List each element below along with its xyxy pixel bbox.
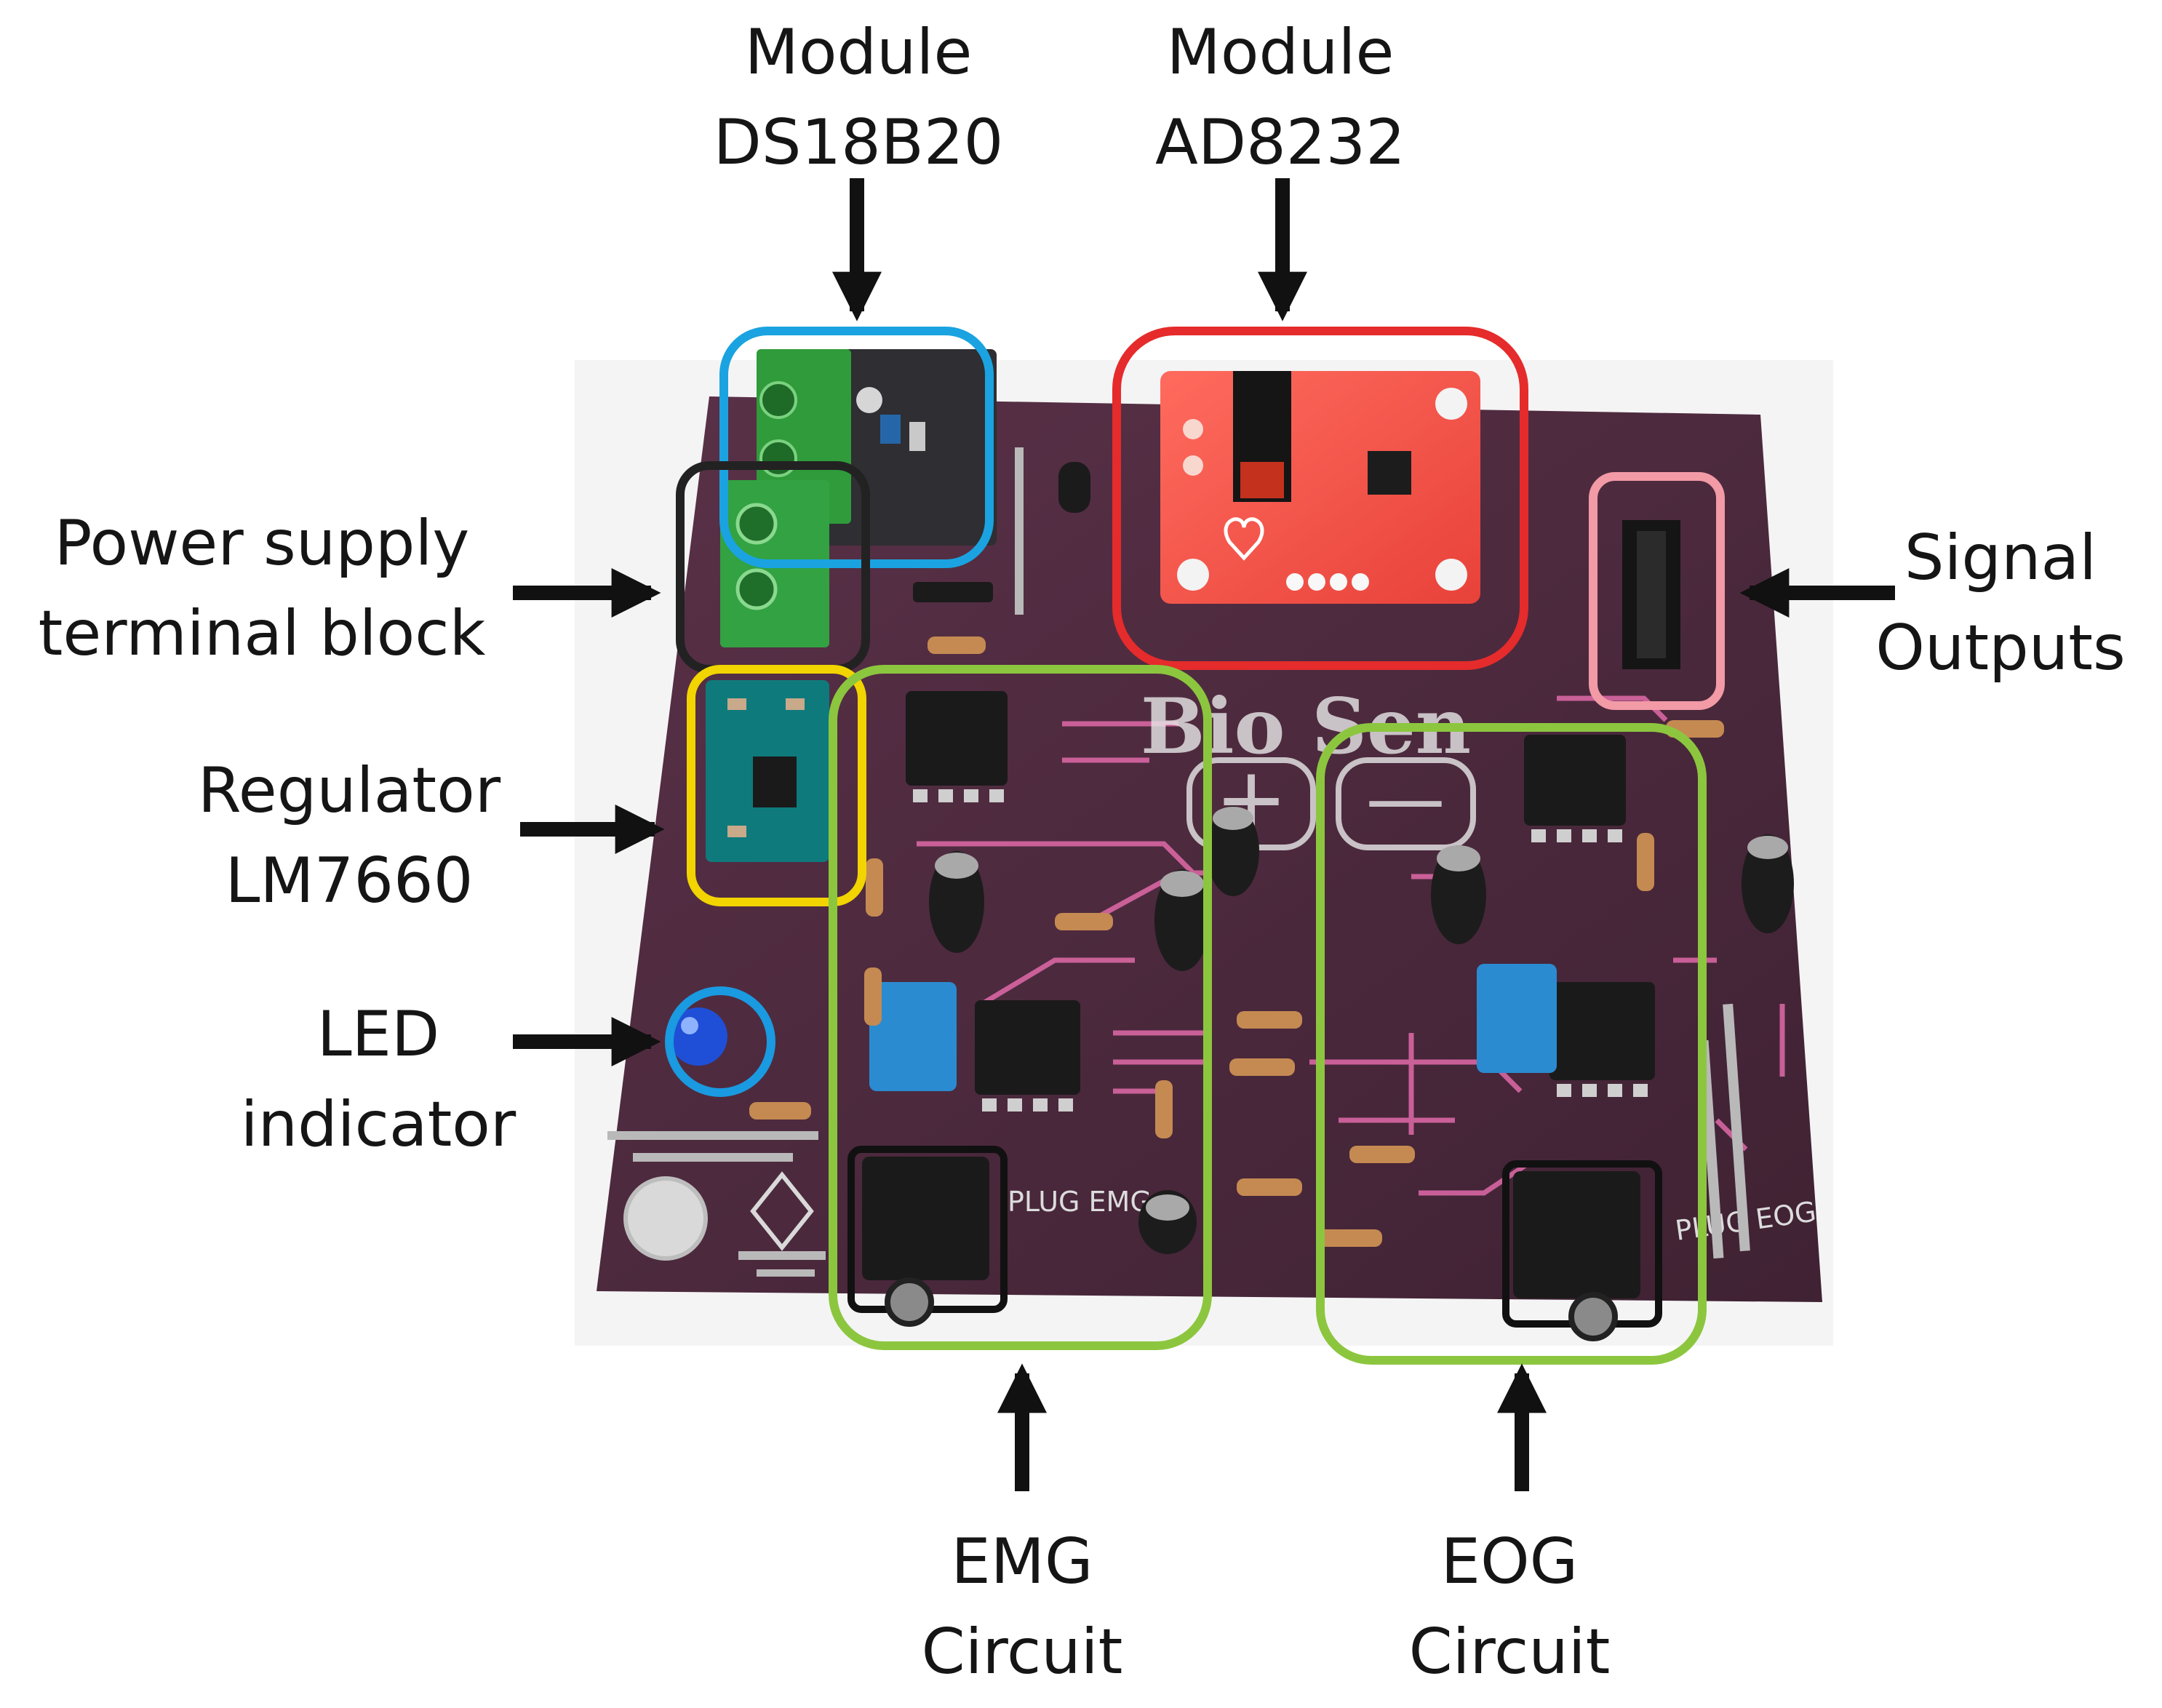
led-label-line2: indicator xyxy=(240,1088,516,1161)
regulator-label-line2: LM7660 xyxy=(225,845,474,917)
ic-chips xyxy=(862,691,1655,1298)
university-logo xyxy=(623,1176,708,1261)
eog-circuit-highlight xyxy=(1316,723,1707,1365)
transistor-component xyxy=(913,462,1090,602)
emg-label: EMG Circuit xyxy=(818,1517,1226,1697)
ad8232-label: Module AD8232 xyxy=(1077,7,1484,188)
signal-label-line1: Signal xyxy=(1904,522,2097,594)
signal-label: Signal Outputs xyxy=(1826,513,2162,693)
regulator-label: Regulator LM7660 xyxy=(145,746,553,926)
ds18b20-label: Module DS18B20 xyxy=(655,7,1062,188)
minus-sign-text: — xyxy=(1365,751,1445,845)
led-label: LED indicator xyxy=(204,989,553,1170)
resistors xyxy=(749,636,1724,1247)
led-component xyxy=(669,1007,727,1066)
arrows xyxy=(513,178,1895,1491)
plug-emg-text: PLUG EMG xyxy=(1008,1186,1152,1218)
audio-jacks xyxy=(847,1146,1662,1341)
trim-pots xyxy=(869,964,1557,1091)
ic-pins xyxy=(913,789,1648,1112)
led-label-line1: LED xyxy=(316,998,440,1071)
signal-label-line2: Outputs xyxy=(1875,612,2126,685)
minus-badge xyxy=(1336,757,1476,850)
ad8232-label-line1: Module xyxy=(1166,16,1395,89)
ds18b20-label-line1: Module xyxy=(744,16,973,89)
emg-circuit-highlight xyxy=(829,665,1212,1350)
diamond-logo xyxy=(750,1171,814,1251)
power-label-line1: Power supply xyxy=(54,507,470,580)
ds18b20-highlight xyxy=(719,327,994,568)
led-highlight xyxy=(665,986,775,1097)
ds18b20-label-line2: DS18B20 xyxy=(713,106,1004,179)
power-label-line2: terminal block xyxy=(38,597,486,670)
regulator-component xyxy=(706,680,829,862)
regulator-highlight xyxy=(687,665,866,906)
emg-label-line1: EMG xyxy=(951,1525,1093,1598)
eog-label-line1: EOG xyxy=(1440,1525,1579,1598)
signal-outputs-highlight xyxy=(1589,472,1725,710)
ad8232-highlight xyxy=(1112,327,1528,670)
eog-label: EOG Circuit xyxy=(1306,1517,1713,1697)
signal-header-component xyxy=(1622,520,1680,669)
emg-label-line2: Circuit xyxy=(921,1616,1123,1688)
ad8232-component xyxy=(1160,371,1480,604)
regulator-label-line1: Regulator xyxy=(197,754,501,827)
power-label: Power supply terminal block xyxy=(0,498,524,679)
ad8232-label-line2: AD8232 xyxy=(1155,106,1405,179)
eog-label-line2: Circuit xyxy=(1408,1616,1611,1688)
capacitors xyxy=(929,806,1794,1254)
